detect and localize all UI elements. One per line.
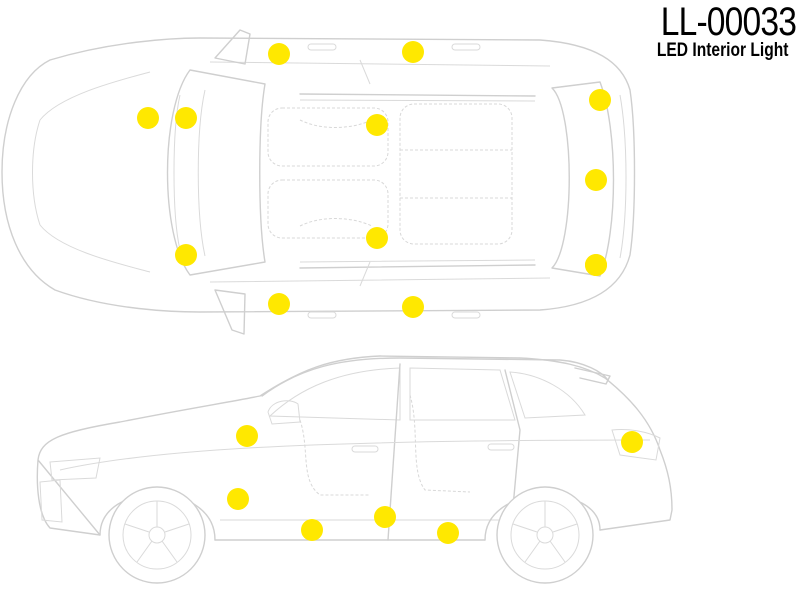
light-marker-mirror-reading-light-right bbox=[175, 107, 197, 129]
light-marker-rear-door-light-left bbox=[402, 41, 424, 63]
light-marker-rear-door-sill-light-rear bbox=[437, 522, 459, 544]
light-marker-trunk-light-left bbox=[585, 169, 607, 191]
product-title: LED Interior Light bbox=[656, 40, 788, 61]
light-marker-front-door-light-right bbox=[268, 293, 290, 315]
light-marker-front-door-lower-light bbox=[227, 488, 249, 510]
part-code: LL-00033 bbox=[660, 0, 797, 44]
light-marker-front-footwell-light bbox=[236, 425, 258, 447]
light-markers bbox=[137, 41, 643, 544]
light-marker-front-dome-light bbox=[366, 114, 388, 136]
light-marker-glovebox-light bbox=[175, 244, 197, 266]
light-marker-rear-dome-light bbox=[589, 89, 611, 111]
light-marker-trunk-light-right bbox=[585, 254, 607, 276]
light-marker-center-dome-light bbox=[366, 227, 388, 249]
light-marker-front-door-light-left bbox=[268, 43, 290, 65]
light-marker-mirror-reading-light-left bbox=[137, 107, 159, 129]
light-marker-tailgate-light bbox=[621, 431, 643, 453]
light-marker-rear-door-sill-light-front bbox=[374, 506, 396, 528]
light-marker-front-door-sill-light bbox=[301, 519, 323, 541]
light-marker-rear-door-light-right bbox=[402, 296, 424, 318]
top-view-car bbox=[1, 29, 636, 335]
side-view-car bbox=[36, 355, 673, 584]
